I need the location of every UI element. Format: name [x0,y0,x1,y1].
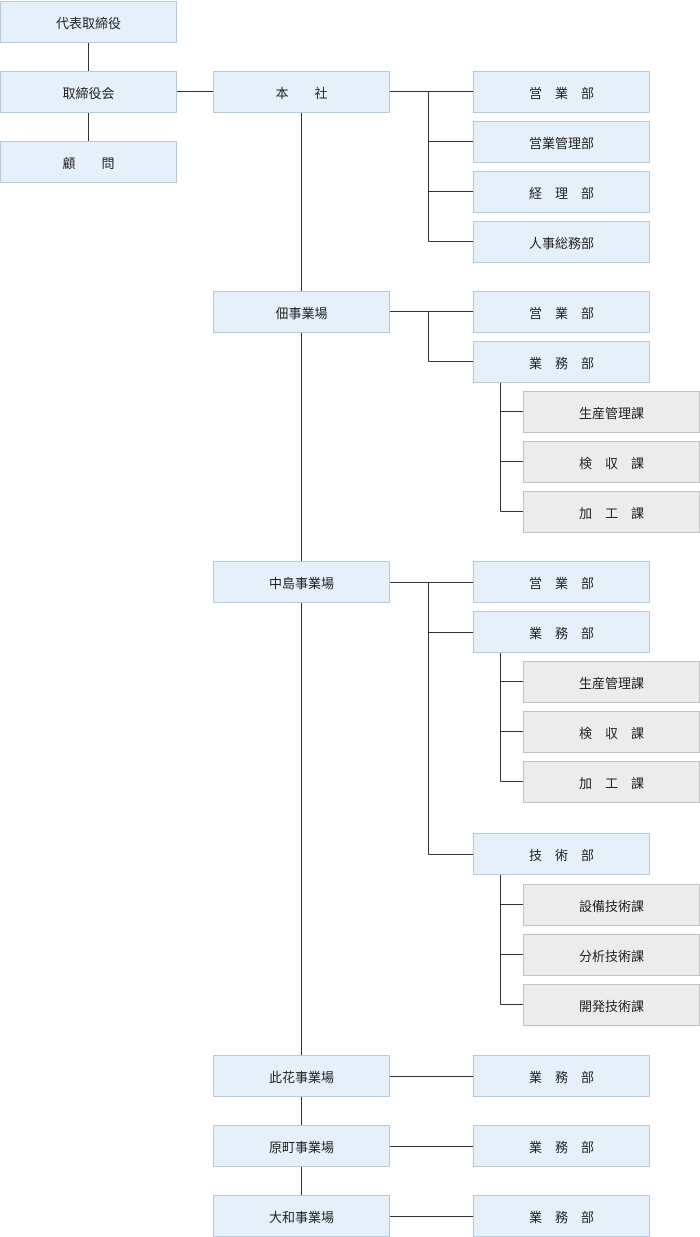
nakajima-processing-section: 加 工 課 [523,761,700,803]
nakajima-sales-dept: 営 業 部 [473,561,650,603]
nakajima-inspection-section: 検 収 課 [523,711,700,753]
head-office-accounting-dept: 経 理 部 [473,171,650,213]
tsukuda-inspection-section: 検 収 課 [523,441,700,483]
nakajima-development-tech-section: 開発技術課 [523,984,700,1026]
nakajima-analysis-tech-section: 分析技術課 [523,934,700,976]
head-office-box: 本 社 [213,71,390,113]
tsukuda-production-control-section: 生産管理課 [523,391,700,433]
tsukuda-operations-dept: 業 務 部 [473,341,650,383]
nakajima-equipment-tech-section: 設備技術課 [523,884,700,926]
nakajima-technology-dept: 技 術 部 [473,833,650,875]
tsukuda-sales-dept: 営 業 部 [473,291,650,333]
nakajima-operations-dept: 業 務 部 [473,611,650,653]
haramachi-operations-dept: 業 務 部 [473,1125,650,1167]
yamato-operations-dept: 業 務 部 [473,1195,650,1237]
konohana-site-box: 此花事業場 [213,1055,390,1097]
konohana-operations-dept: 業 務 部 [473,1055,650,1097]
representative-director-box: 代表取締役 [0,1,177,43]
head-office-sales-dept: 営 業 部 [473,71,650,113]
advisor-box: 顧 問 [0,141,177,183]
head-office-hr-general-dept: 人事総務部 [473,221,650,263]
tsukuda-processing-section: 加 工 課 [523,491,700,533]
board-of-directors-box: 取締役会 [0,71,177,113]
nakajima-production-control-section: 生産管理課 [523,661,700,703]
head-office-sales-admin-dept: 営業管理部 [473,121,650,163]
nakajima-site-box: 中島事業場 [213,561,390,603]
haramachi-site-box: 原町事業場 [213,1125,390,1167]
tsukuda-site-box: 佃事業場 [213,291,390,333]
yamato-site-box: 大和事業場 [213,1195,390,1237]
